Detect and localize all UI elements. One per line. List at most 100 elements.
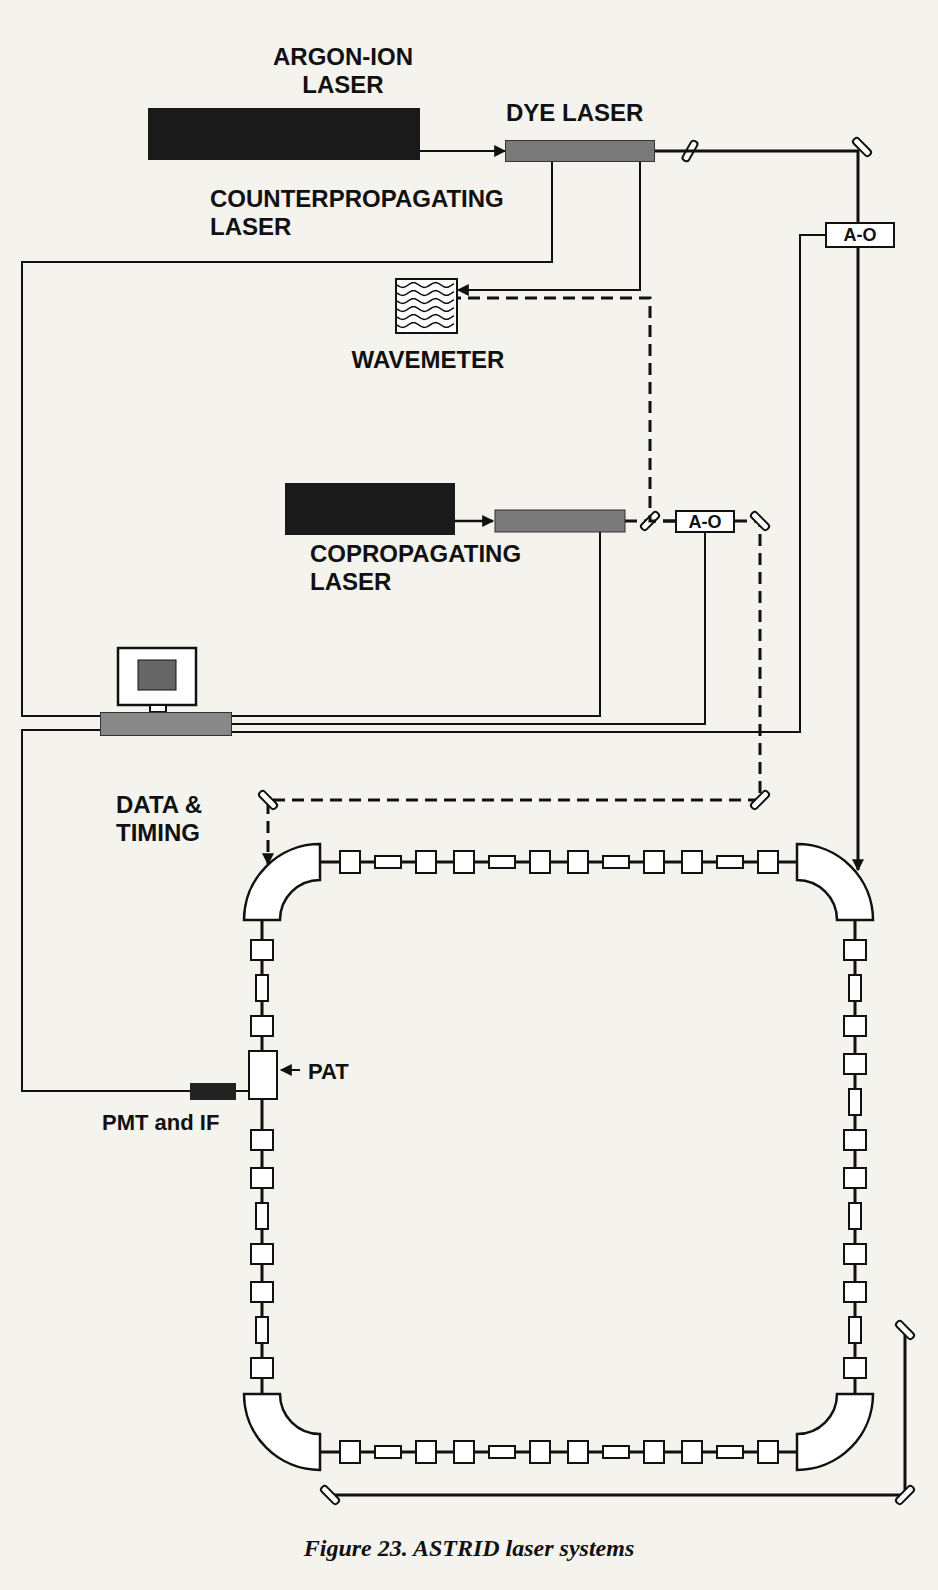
laser-beam — [857, 248, 860, 870]
mirror — [750, 790, 771, 811]
storage-ring — [244, 844, 873, 1470]
quadrupole-magnet — [530, 1441, 550, 1463]
quadrupole-magnet — [568, 851, 588, 873]
mirror — [320, 1485, 341, 1506]
quadrupole-magnet — [844, 1054, 866, 1074]
quadrupole-magnet — [758, 1441, 778, 1463]
quadrupole-magnet — [251, 1244, 273, 1264]
quadrupole-magnet — [256, 1317, 268, 1343]
quadrupole-magnet — [844, 1016, 866, 1036]
connector — [655, 151, 858, 222]
quadrupole-magnet — [251, 1168, 273, 1188]
quadrupole-magnet — [251, 1358, 273, 1378]
quadrupole-magnet — [251, 1130, 273, 1150]
quadrupole-magnet — [340, 851, 360, 873]
quadrupole-magnet — [844, 1358, 866, 1378]
node-label: DYE LASER — [506, 99, 676, 127]
quadrupole-magnet — [568, 1441, 588, 1463]
wave-stroke — [397, 299, 454, 304]
quadrupole-magnet — [849, 1089, 861, 1115]
connector — [458, 162, 640, 290]
quadrupole-magnet — [849, 1203, 861, 1229]
wave-stroke — [397, 307, 454, 312]
connector — [232, 235, 825, 732]
laser-beam — [330, 1330, 905, 1495]
node-label: A-O — [689, 512, 722, 532]
quadrupole-magnet — [256, 1203, 268, 1229]
argon-laser-body — [285, 483, 455, 535]
quadrupole-magnet — [251, 940, 273, 960]
connector — [236, 1090, 248, 1092]
quadrupole-magnet — [682, 1441, 702, 1463]
wavemeter: WAVEMETER — [395, 278, 458, 334]
monitor — [118, 648, 196, 705]
quadrupole-magnet — [416, 851, 436, 873]
wave-stroke — [397, 315, 454, 320]
leader-line — [281, 1069, 300, 1071]
quadrupole-magnet — [603, 1446, 629, 1458]
argon-laser: ARGON-ION LASER — [148, 108, 420, 160]
dye-laser: DYE LASER — [505, 140, 655, 162]
quadrupole-magnet — [375, 856, 401, 868]
connector — [22, 162, 552, 716]
quadrupole-magnet — [454, 1441, 474, 1463]
node-label: DATA & TIMING — [116, 791, 256, 847]
quadrupole-magnet — [717, 1446, 743, 1458]
wavemeter-pattern — [397, 280, 456, 332]
wave-stroke — [397, 291, 454, 296]
quadrupole-magnet — [758, 851, 778, 873]
laser-label: COPROPAGATING LASER — [310, 540, 550, 596]
monitor-screen — [138, 660, 176, 690]
node-label: A-O — [844, 225, 877, 245]
connector — [22, 730, 190, 1091]
quadrupole-magnet — [844, 1168, 866, 1188]
quadrupole-magnet — [489, 856, 515, 868]
bending-magnet — [797, 1394, 873, 1470]
mirror — [895, 1320, 916, 1341]
pump-beam — [455, 520, 493, 523]
node-label: ARGON-ION LASER — [253, 43, 433, 99]
wave-stroke — [397, 283, 454, 288]
connector — [420, 150, 505, 152]
figure-caption: Figure 23. ASTRID laser systems — [0, 1535, 938, 1562]
laser-beam — [458, 298, 675, 521]
monitor-stand — [150, 705, 166, 712]
quadrupole-magnet — [844, 940, 866, 960]
quadrupole-magnet — [251, 1016, 273, 1036]
quadrupole-magnet — [717, 856, 743, 868]
quadrupole-magnet — [454, 851, 474, 873]
quadrupole-magnet — [603, 856, 629, 868]
bending-magnet — [244, 1394, 320, 1470]
quadrupole-magnet — [644, 851, 664, 873]
mirror — [895, 1485, 916, 1506]
node-label: PMT and IF — [102, 1109, 252, 1137]
bending-magnet — [797, 844, 873, 920]
quadrupole-magnet — [375, 1446, 401, 1458]
laser-beam — [268, 521, 760, 864]
wave-stroke — [397, 323, 454, 328]
mirror — [750, 511, 771, 532]
quadrupole-magnet — [844, 1282, 866, 1302]
quadrupole-magnet — [416, 1441, 436, 1463]
quadrupole-magnet — [251, 1282, 273, 1302]
dye-laser-body — [495, 510, 625, 532]
quadrupole-magnet — [340, 1441, 360, 1463]
quadrupole-magnet — [256, 975, 268, 1001]
quadrupole-magnet — [844, 1130, 866, 1150]
node-label: PAT — [308, 1058, 378, 1086]
mirror — [852, 137, 873, 158]
photomultiplier: PMT and IF — [190, 1083, 236, 1100]
modulator-box: A-O — [675, 510, 735, 533]
quadrupole-magnet — [489, 1446, 515, 1458]
modulator-box: A-O — [825, 222, 895, 248]
bending-magnet — [244, 844, 320, 920]
quadrupole-magnet — [849, 1317, 861, 1343]
quadrupole-magnet — [682, 851, 702, 873]
data-timing-unit: DATA & TIMING — [100, 712, 232, 736]
mirrors — [258, 137, 916, 1506]
quadrupole-magnet — [849, 975, 861, 1001]
mirror — [258, 790, 279, 811]
quadrupole-magnet — [530, 851, 550, 873]
